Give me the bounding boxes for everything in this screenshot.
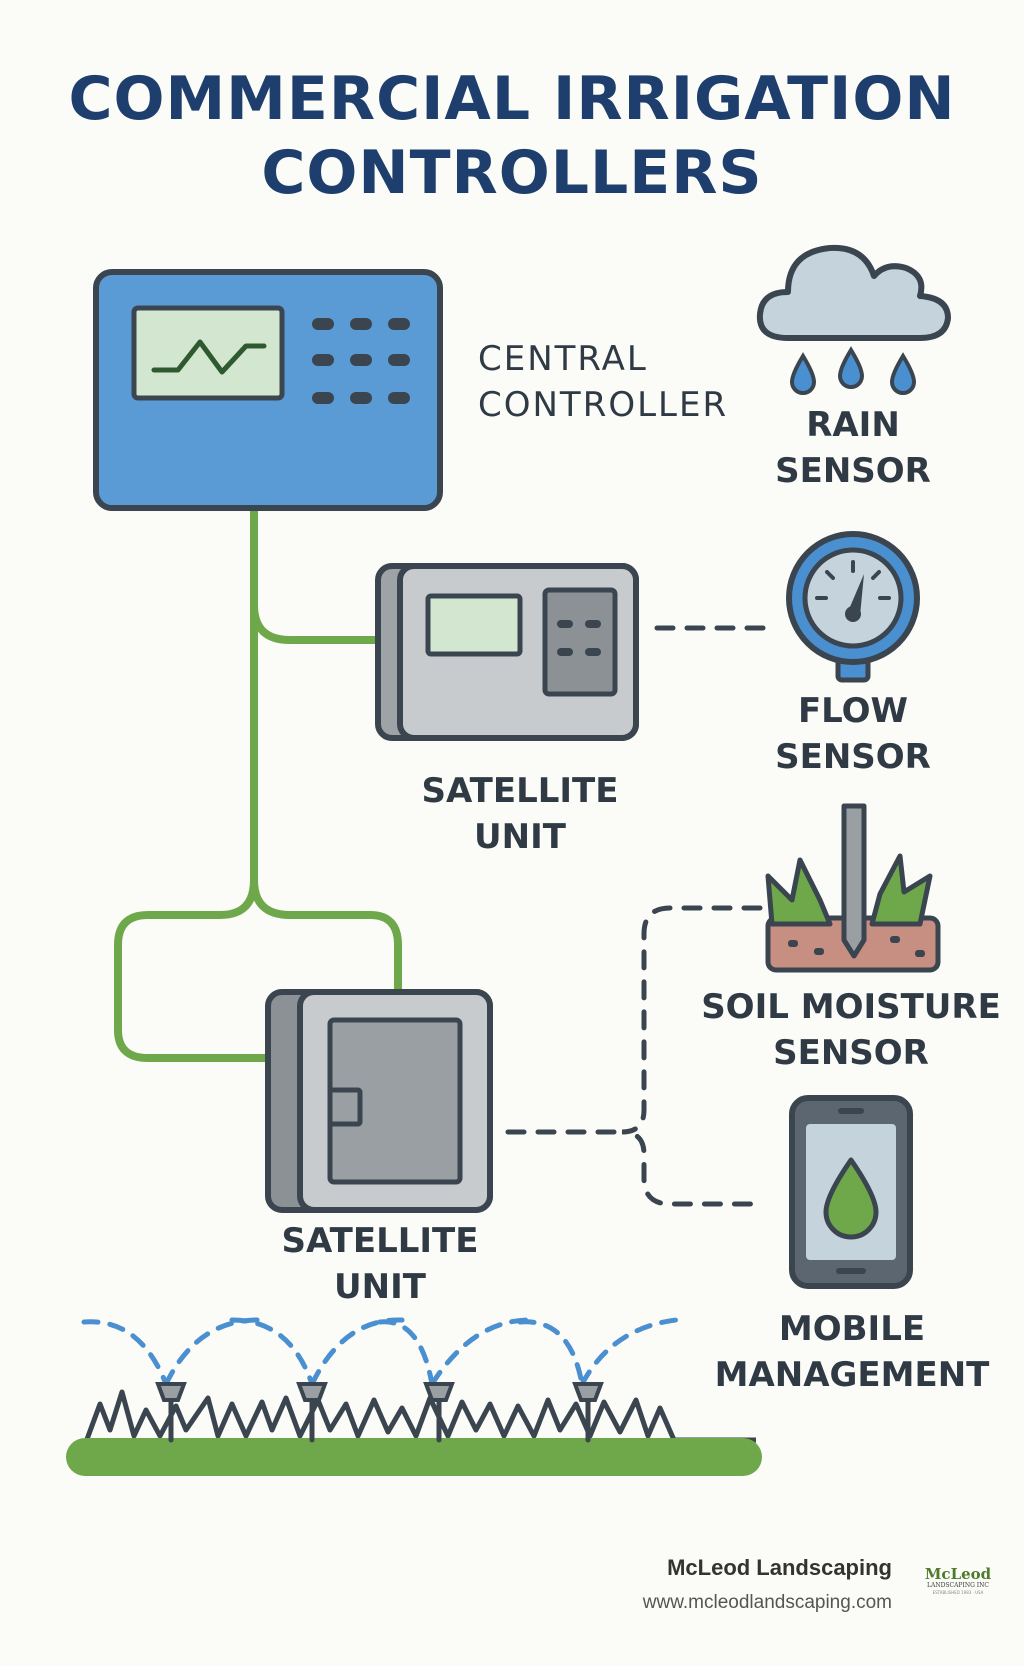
smartphone-droplet-icon [789,1095,913,1289]
page-title: COMMERCIAL IRRIGATION CONTROLLERS [0,62,1024,210]
company-logo: McLeod LANDSCAPING INC ESTABLISHED 1983 … [922,1566,994,1606]
title-line-2: CONTROLLERS [261,138,763,208]
dashed-link-branch [621,905,763,1207]
dashed-links [505,625,768,1207]
pressure-gauge-icon [786,531,920,683]
title-line-1: COMMERCIAL IRRIGATION [68,64,956,134]
label-mobile-management-line-2: MANAGEMENT [714,1355,990,1395]
label-soil-moisture-sensor-line-2: SENSOR [773,1033,929,1073]
label-satellite-unit-1-line-2: UNIT [474,817,566,857]
satellite-controller-icon [375,563,639,741]
label-central-controller-line-2: CONTROLLER [478,385,729,425]
label-rain-sensor-line-2: SENSOR [775,451,931,491]
label-satellite-unit-2: SATELLITE UNIT [250,1218,510,1310]
label-flow-sensor: FLOW SENSOR [748,688,958,780]
footer-company-name: McLeod Landscaping [667,1555,892,1580]
label-central-controller: CENTRAL CONTROLLER [478,336,768,428]
label-rain-sensor: RAIN SENSOR [748,402,958,494]
label-satellite-unit-2-line-1: SATELLITE [281,1221,479,1261]
branch-wire-satellite-1 [250,601,382,644]
label-satellite-unit-1: SATELLITE UNIT [390,768,650,860]
soil-probe-icon [765,803,941,973]
logo-tagline: ESTABLISHED 1983 · USA [932,1590,984,1595]
label-mobile-management: MOBILE MANAGEMENT [696,1306,1008,1398]
satellite-cabinet-icon [265,989,493,1213]
label-satellite-unit-1-line-1: SATELLITE [421,771,619,811]
label-soil-moisture-sensor-line-1: SOIL MOISTURE [701,987,1001,1027]
loop-wire-right [250,876,402,996]
label-central-controller-line-1: CENTRAL [478,339,648,379]
label-mobile-management-line-1: MOBILE [778,1309,926,1349]
logo-subtext: LANDSCAPING INC [927,1582,989,1589]
label-flow-sensor-line-1: FLOW [797,691,909,731]
loop-wire-left [114,876,272,1062]
rain-cloud-icon [756,244,951,395]
logo-text: McLeod [924,1565,992,1583]
controller-panel-icon [93,269,443,511]
sprinkler-lawn-icon [66,1317,762,1476]
footer-website-link[interactable]: www.mcleodlandscaping.com [642,1592,892,1613]
label-satellite-unit-2-line-2: UNIT [334,1267,426,1307]
label-soil-moisture-sensor: SOIL MOISTURE SENSOR [696,984,1006,1076]
green-wiring [114,504,402,1062]
label-flow-sensor-line-2: SENSOR [775,737,931,777]
label-rain-sensor-line-1: RAIN [806,405,900,445]
